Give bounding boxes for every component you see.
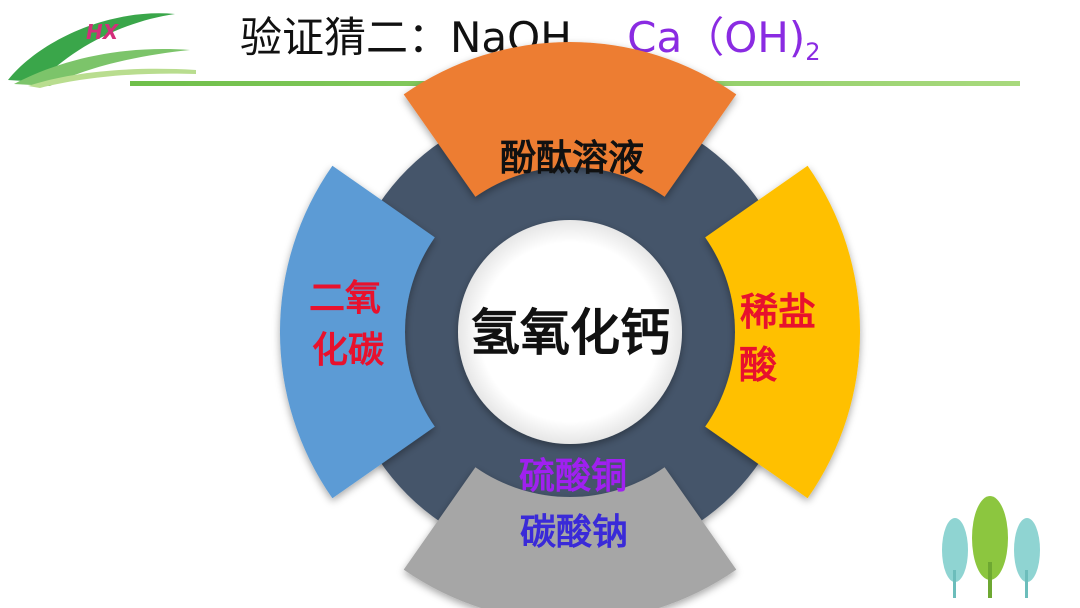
segment-right bbox=[705, 165, 861, 499]
center-label: 氢氧化钙 bbox=[470, 304, 670, 362]
logo-text: HX bbox=[86, 20, 119, 44]
page-title: 验证猜二：NaOH 、Ca（OH)2 bbox=[240, 8, 821, 82]
logo-icon bbox=[8, 13, 196, 88]
tree-decoration-icon bbox=[942, 496, 1040, 598]
right-label-line2: 酸 bbox=[739, 343, 778, 387]
center-circle bbox=[458, 220, 682, 444]
top-label: 酚酞溶液 bbox=[500, 138, 644, 179]
left-label-line2: 化碳 bbox=[312, 330, 385, 371]
bottom-label-line1: 硫酸铜 bbox=[519, 456, 627, 497]
bottom-label-line2: 碳酸钠 bbox=[520, 512, 628, 553]
title-subscript: 2 bbox=[805, 38, 821, 66]
segment-bottom bbox=[403, 467, 737, 608]
segment-left bbox=[279, 165, 435, 499]
right-label-line1: 稀盐 bbox=[740, 290, 816, 334]
left-label-line1: 二氧 bbox=[309, 278, 381, 319]
title-compound: Ca（OH) bbox=[627, 13, 806, 62]
segment-top bbox=[403, 41, 737, 197]
